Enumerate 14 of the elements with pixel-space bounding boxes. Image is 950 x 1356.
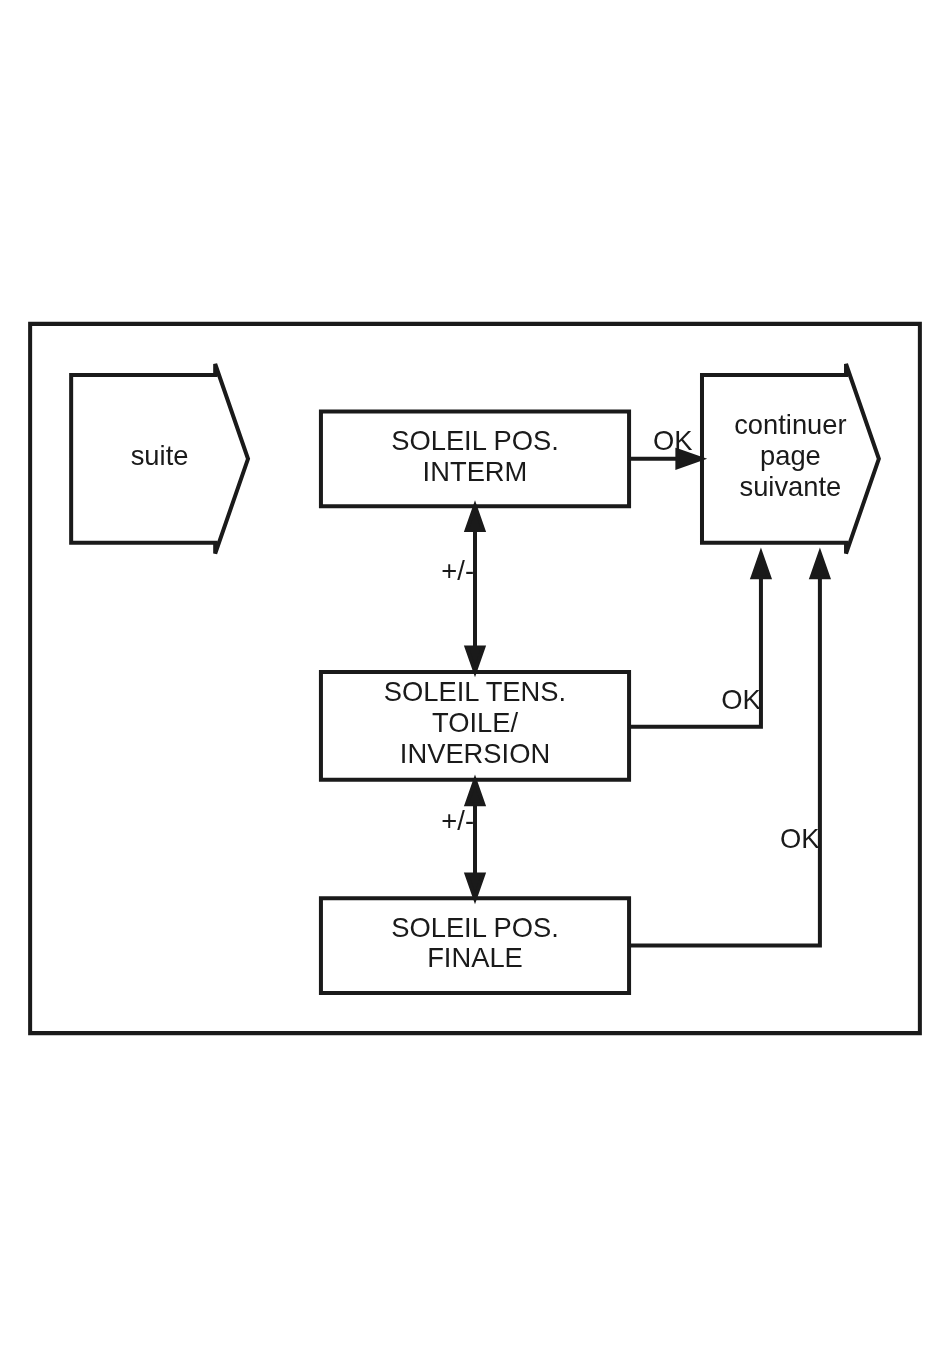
- arrow: [628, 547, 773, 729]
- edge-label: OK: [653, 424, 693, 456]
- cluster: [28, 321, 922, 1035]
- arrow: [628, 447, 708, 470]
- edge-label: OK: [780, 822, 820, 854]
- arrow: [628, 547, 832, 948]
- node-box: SOLEIL POS. FINALE: [318, 895, 632, 995]
- edge-label: +/-: [441, 554, 475, 586]
- edge-label: +/-: [441, 804, 475, 836]
- node-box: SOLEIL POS. INTERM: [318, 408, 632, 508]
- arrow: [463, 774, 487, 904]
- node-box: SOLEIL TENS. TOILE/ INVERSION: [318, 669, 632, 782]
- arrow: [463, 499, 487, 677]
- edge-label: OK: [721, 683, 761, 715]
